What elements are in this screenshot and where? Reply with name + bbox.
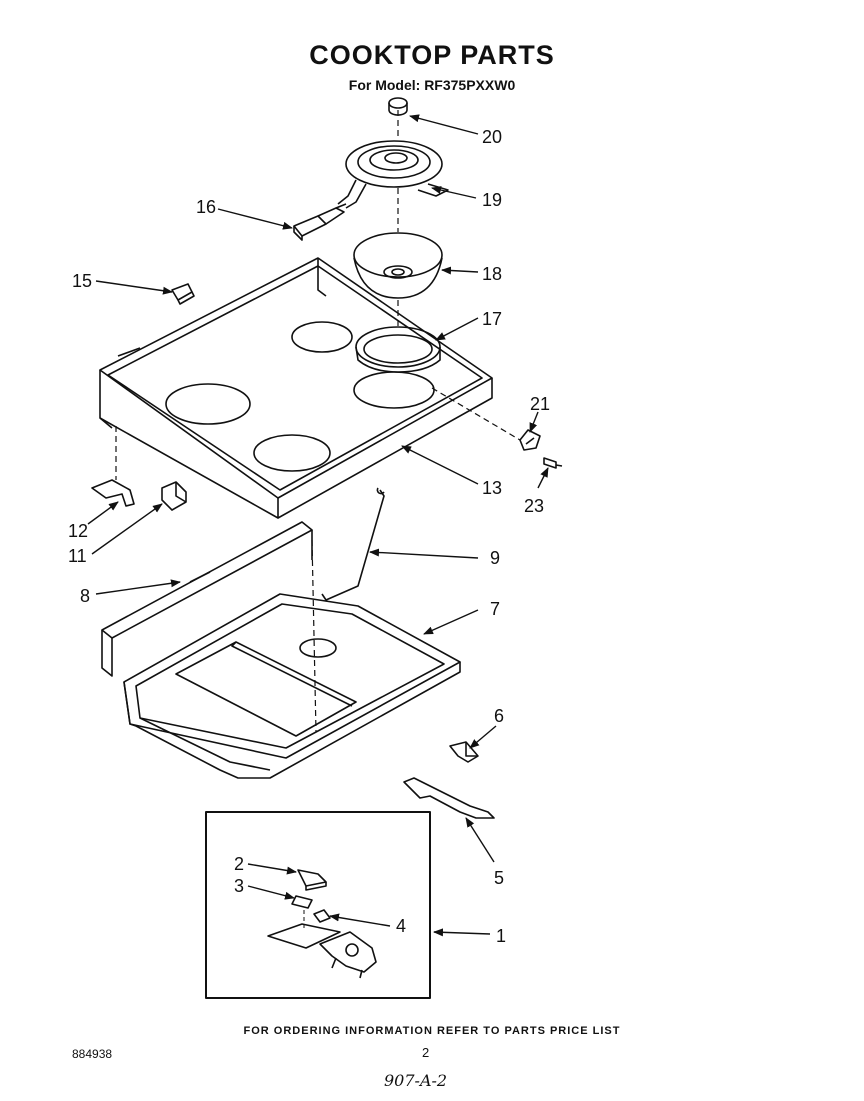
- callout-23: 23: [524, 496, 544, 516]
- callout-8: 8: [80, 586, 90, 606]
- callout-2: 2: [234, 854, 244, 874]
- part-23-screw: [543, 457, 563, 469]
- part-15-clip: [171, 283, 195, 305]
- part-2-switch: [297, 869, 327, 891]
- callout-19: 19: [482, 190, 502, 210]
- callout-13: 13: [482, 478, 502, 498]
- part-7-burner-box: [123, 593, 461, 779]
- part-8-rear-panel: [101, 521, 313, 677]
- callout-16: 16: [196, 197, 216, 217]
- part-6-bracket: [449, 741, 479, 763]
- part-18-drip-bowl: [353, 232, 443, 299]
- part-5-strap: [403, 777, 495, 819]
- part-16-terminal-block: [293, 203, 347, 241]
- part-11-hinge: [161, 481, 187, 511]
- part-17-trim-ring: [355, 326, 441, 373]
- part-1-infinite-switch: [267, 910, 377, 979]
- part-4-connector: [313, 909, 331, 923]
- callout-6: 6: [494, 706, 504, 726]
- callout-1: 1: [496, 926, 506, 946]
- part-3-plate: [291, 895, 313, 909]
- model-subtitle: For Model: RF375PXXW0: [348, 77, 516, 93]
- callout-4: 4: [396, 916, 406, 936]
- callout-11: 11: [68, 546, 87, 566]
- part-19-surface-element: [337, 140, 449, 209]
- ordering-note: FOR ORDERING INFORMATION REFER TO PARTS …: [243, 1025, 621, 1037]
- callout-21: 21: [530, 394, 550, 414]
- callout-18: 18: [482, 264, 502, 284]
- handwritten-code: 907-A-2: [384, 1071, 448, 1090]
- callout-9: 9: [490, 548, 500, 568]
- inset-box-item-1: [205, 811, 431, 999]
- part-21-knob: [519, 429, 541, 451]
- part-13-cooktop: [99, 257, 493, 519]
- part-12-bracket: [91, 479, 135, 507]
- page-title: COOKTOP PARTS: [309, 40, 555, 70]
- callout-7: 7: [490, 599, 500, 619]
- callout-3: 3: [234, 876, 244, 896]
- callout-15: 15: [72, 271, 92, 291]
- page-number: 2: [422, 1045, 430, 1060]
- callout-12: 12: [68, 521, 88, 541]
- callout-5: 5: [494, 868, 504, 888]
- document-number: 884938: [72, 1047, 113, 1061]
- part-9-rod: [321, 487, 385, 601]
- callout-17: 17: [482, 309, 502, 329]
- callout-20: 20: [482, 127, 502, 147]
